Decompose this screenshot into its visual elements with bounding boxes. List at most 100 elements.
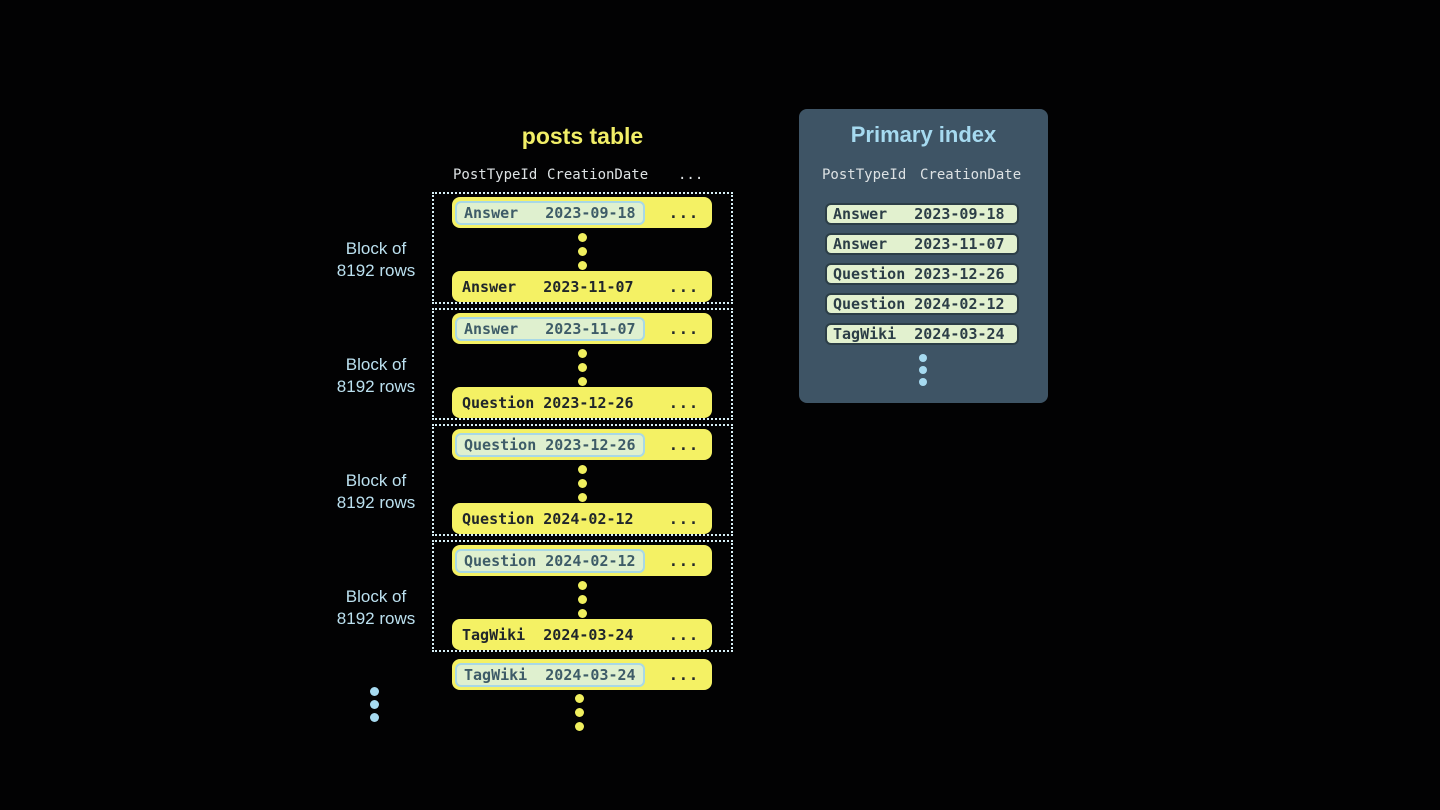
row-posttypeid: TagWiki: [464, 665, 528, 684]
primary-index-panel: Primary index PostTypeId CreationDate An…: [799, 109, 1048, 403]
row-ellipsis: ...: [668, 319, 699, 338]
block-label-line2: 8192 rows: [336, 609, 416, 628]
row-ellipsis: ...: [668, 277, 699, 296]
row-text: Question 2024-02-12: [462, 510, 634, 528]
hidden-rows-dots: [578, 465, 587, 507]
row-ellipsis: ...: [668, 393, 699, 412]
entry-posttypeid: Answer: [833, 205, 888, 223]
table-row: Question 2024-02-12 ...: [452, 503, 712, 534]
rows-block-2: Answer 2023-11-07 ... Question 2023-12-26 …: [432, 308, 733, 420]
more-index-entries-dots: [919, 354, 927, 390]
rows-block-3: Question 2023-12-26 ... Question 2024-02-1…: [432, 424, 733, 536]
table-row: Answer 2023-11-07 ...: [452, 313, 712, 344]
posts-table-title: posts table: [521, 123, 644, 149]
table-row: Question 2023-12-26 ...: [452, 387, 712, 418]
hidden-rows-dots: [578, 581, 587, 623]
indexed-row-highlight: Answer 2023-09-18: [455, 200, 645, 225]
row-ellipsis: ...: [668, 551, 699, 570]
dot: [578, 479, 587, 488]
row-creationdate: 2024-02-12: [543, 509, 634, 528]
row-creationdate: 2023-12-26: [545, 435, 636, 454]
posts-column-header-ellipsis: ...: [678, 167, 704, 183]
dot: [370, 687, 379, 696]
block-size-label-2: Block of 8192 rows: [300, 354, 452, 398]
row-creationdate: 2023-11-07: [543, 277, 634, 296]
dot: [578, 261, 587, 270]
row-posttypeid: Question: [462, 509, 535, 528]
row-creationdate: 2023-12-26: [543, 393, 634, 412]
block-label-line2: 8192 rows: [336, 493, 416, 512]
block-label-line1: Block of: [345, 355, 407, 374]
row-posttypeid: TagWiki: [462, 625, 526, 644]
dot: [919, 354, 927, 362]
dot: [575, 708, 584, 717]
row-posttypeid: Answer: [464, 203, 519, 222]
entry-creationdate: 2024-03-24: [914, 325, 1005, 343]
table-row: Question 2023-12-26 ...: [452, 429, 712, 460]
dot: [370, 700, 379, 709]
dot: [578, 595, 587, 604]
table-row-overflow: TagWiki 2024-03-24 ...: [452, 659, 712, 690]
dot: [578, 581, 587, 590]
row-posttypeid: Question: [462, 393, 535, 412]
block-label-line2: 8192 rows: [336, 261, 416, 280]
dot: [578, 377, 587, 386]
row-creationdate: 2023-11-07: [545, 319, 636, 338]
row-posttypeid: Question: [464, 551, 537, 570]
dot: [578, 363, 587, 372]
dot: [578, 233, 587, 242]
dot: [578, 465, 587, 474]
index-entry: Answer 2023-09-18: [825, 203, 1019, 225]
row-ellipsis: ...: [668, 509, 699, 528]
dot: [578, 493, 587, 502]
entry-creationdate: 2024-02-12: [914, 295, 1005, 313]
block-label-line2: 8192 rows: [336, 377, 416, 396]
entry-creationdate: 2023-12-26: [914, 265, 1005, 283]
entry-creationdate: 2023-11-07: [914, 235, 1005, 253]
row-creationdate: 2024-03-24: [545, 665, 636, 684]
row-ellipsis: ...: [668, 665, 699, 684]
entry-creationdate: 2023-09-18: [914, 205, 1005, 223]
primary-index-title: Primary index: [850, 122, 997, 147]
posts-column-header-creationdate: CreationDate: [547, 167, 649, 183]
indexed-row-highlight: Answer 2023-11-07: [455, 316, 645, 341]
row-ellipsis: ...: [668, 435, 699, 454]
row-posttypeid: Question: [464, 435, 537, 454]
block-size-label-4: Block of 8192 rows: [300, 586, 452, 630]
block-size-label-1: Block of 8192 rows: [300, 238, 452, 282]
index-entry: TagWiki 2024-03-24: [825, 323, 1019, 345]
entry-posttypeid: TagWiki: [833, 325, 897, 343]
index-column-header-posttypeid: PostTypeId: [822, 167, 907, 183]
row-creationdate: 2023-09-18: [545, 203, 636, 222]
index-entry: Question 2023-12-26: [825, 263, 1019, 285]
entry-posttypeid: Question: [833, 295, 906, 313]
dot: [578, 609, 587, 618]
dot: [370, 713, 379, 722]
more-rows-dots: [575, 694, 584, 736]
dot: [575, 694, 584, 703]
dot: [578, 349, 587, 358]
entry-posttypeid: Answer: [833, 235, 888, 253]
more-blocks-dots: [370, 687, 379, 726]
row-text: Question 2023-12-26: [462, 394, 634, 412]
block-label-line1: Block of: [345, 239, 407, 258]
block-size-label-3: Block of 8192 rows: [300, 470, 452, 514]
row-creationdate: 2024-03-24: [543, 625, 634, 644]
row-posttypeid: Answer: [464, 319, 519, 338]
dot: [575, 722, 584, 731]
indexed-row-highlight: TagWiki 2024-03-24: [455, 662, 645, 687]
dot: [578, 247, 587, 256]
block-label-line1: Block of: [345, 587, 407, 606]
posts-column-header-posttypeid: PostTypeId: [453, 167, 538, 183]
index-column-header-creationdate: CreationDate: [920, 167, 1022, 183]
entry-posttypeid: Question: [833, 265, 906, 283]
index-entry: Answer 2023-11-07: [825, 233, 1019, 255]
